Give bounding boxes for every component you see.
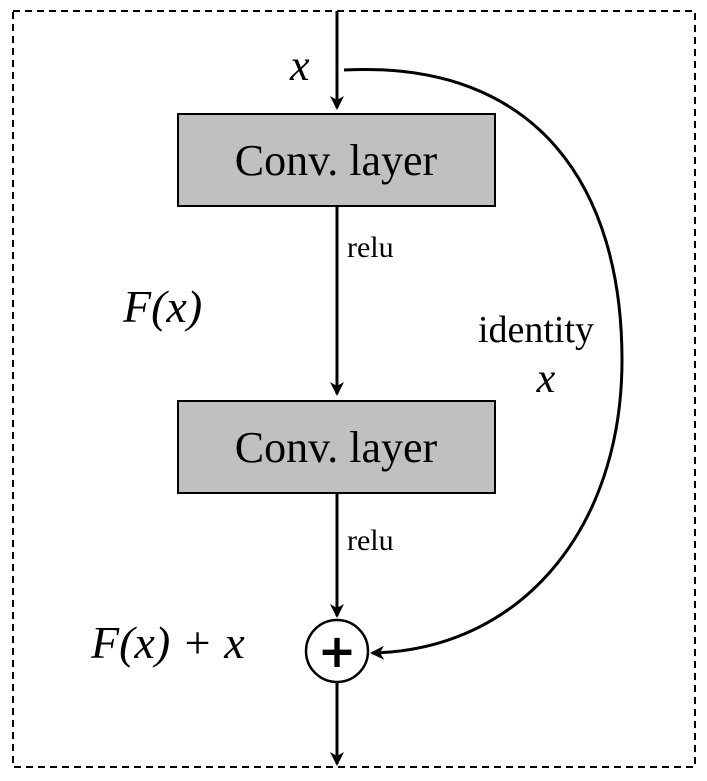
conv-layer-box-2 [177, 400, 496, 494]
dashed-frame [12, 10, 696, 768]
sum-node-symbol: + [318, 624, 357, 678]
conv-layer-label-1: Conv. layer [235, 136, 438, 185]
conv-layer-box-1 [177, 113, 496, 207]
sum-output-label: F(x) + x [90, 617, 245, 668]
input-label: x [289, 41, 310, 90]
identity-skip-connection [343, 67, 624, 660]
conv-layer-label-2: Conv. layer [235, 423, 438, 472]
relu-label-2: relu [347, 524, 394, 557]
identity-label: identity [478, 309, 594, 351]
residual-function-label: F(x) [122, 281, 202, 332]
identity-variable-label: x [536, 356, 556, 402]
relu-label-1: relu [347, 231, 394, 264]
